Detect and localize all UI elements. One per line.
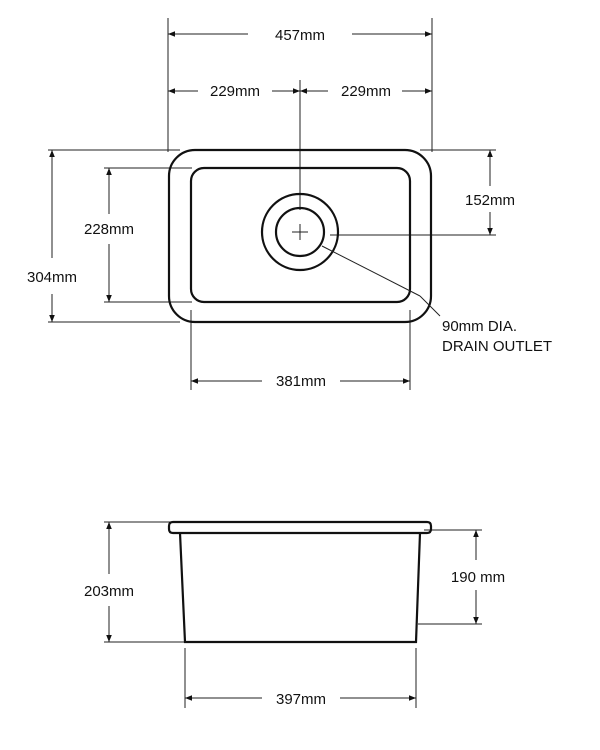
top-view-extension-lines [48, 18, 496, 390]
side-view: 203mm 190 mm 397mm [84, 520, 505, 708]
dimension-overall-height: 203mm [84, 522, 134, 642]
inner-height-label: 190 mm [451, 569, 505, 586]
dimension-bottom-width: 397mm [185, 691, 416, 708]
top-view: 457mm 229mm 229mm 304mm [27, 18, 552, 390]
drain-outlet [260, 192, 340, 272]
half-width-left-label: 229mm [210, 83, 260, 100]
overall-width-label: 457mm [275, 27, 325, 44]
overall-height-label: 203mm [84, 583, 134, 600]
dimension-overall-depth: 304mm [27, 150, 77, 322]
overall-depth-label: 304mm [27, 269, 77, 286]
half-width-right-label: 229mm [341, 83, 391, 100]
dimension-drain-offset: 152mm [465, 150, 515, 235]
dimension-half-widths: 229mm 229mm [168, 83, 432, 100]
dimension-inner-depth: 228mm [84, 168, 134, 302]
drain-outer-ring [260, 192, 340, 272]
sink-top-lip [167, 520, 433, 535]
drain-offset-label: 152mm [465, 192, 515, 209]
drain-inner-ring [274, 206, 326, 258]
sink-outer-rim [167, 148, 433, 324]
drain-label-line1: 90mm DIA. [442, 318, 517, 335]
bottom-width-label: 397mm [276, 691, 326, 708]
drain-leader: 90mm DIA. DRAIN OUTLET [321, 245, 552, 355]
side-view-extension-lines [104, 521, 482, 708]
sink-body-profile [178, 532, 422, 644]
inner-depth-label: 228mm [84, 221, 134, 238]
dimension-inner-height: 190 mm [451, 530, 505, 624]
drain-label-line2: DRAIN OUTLET [442, 338, 552, 355]
dimension-inner-width: 381mm [191, 373, 410, 390]
inner-width-label: 381mm [276, 373, 326, 390]
sink-inner-basin [189, 166, 412, 304]
dimension-overall-width: 457mm [168, 27, 432, 44]
